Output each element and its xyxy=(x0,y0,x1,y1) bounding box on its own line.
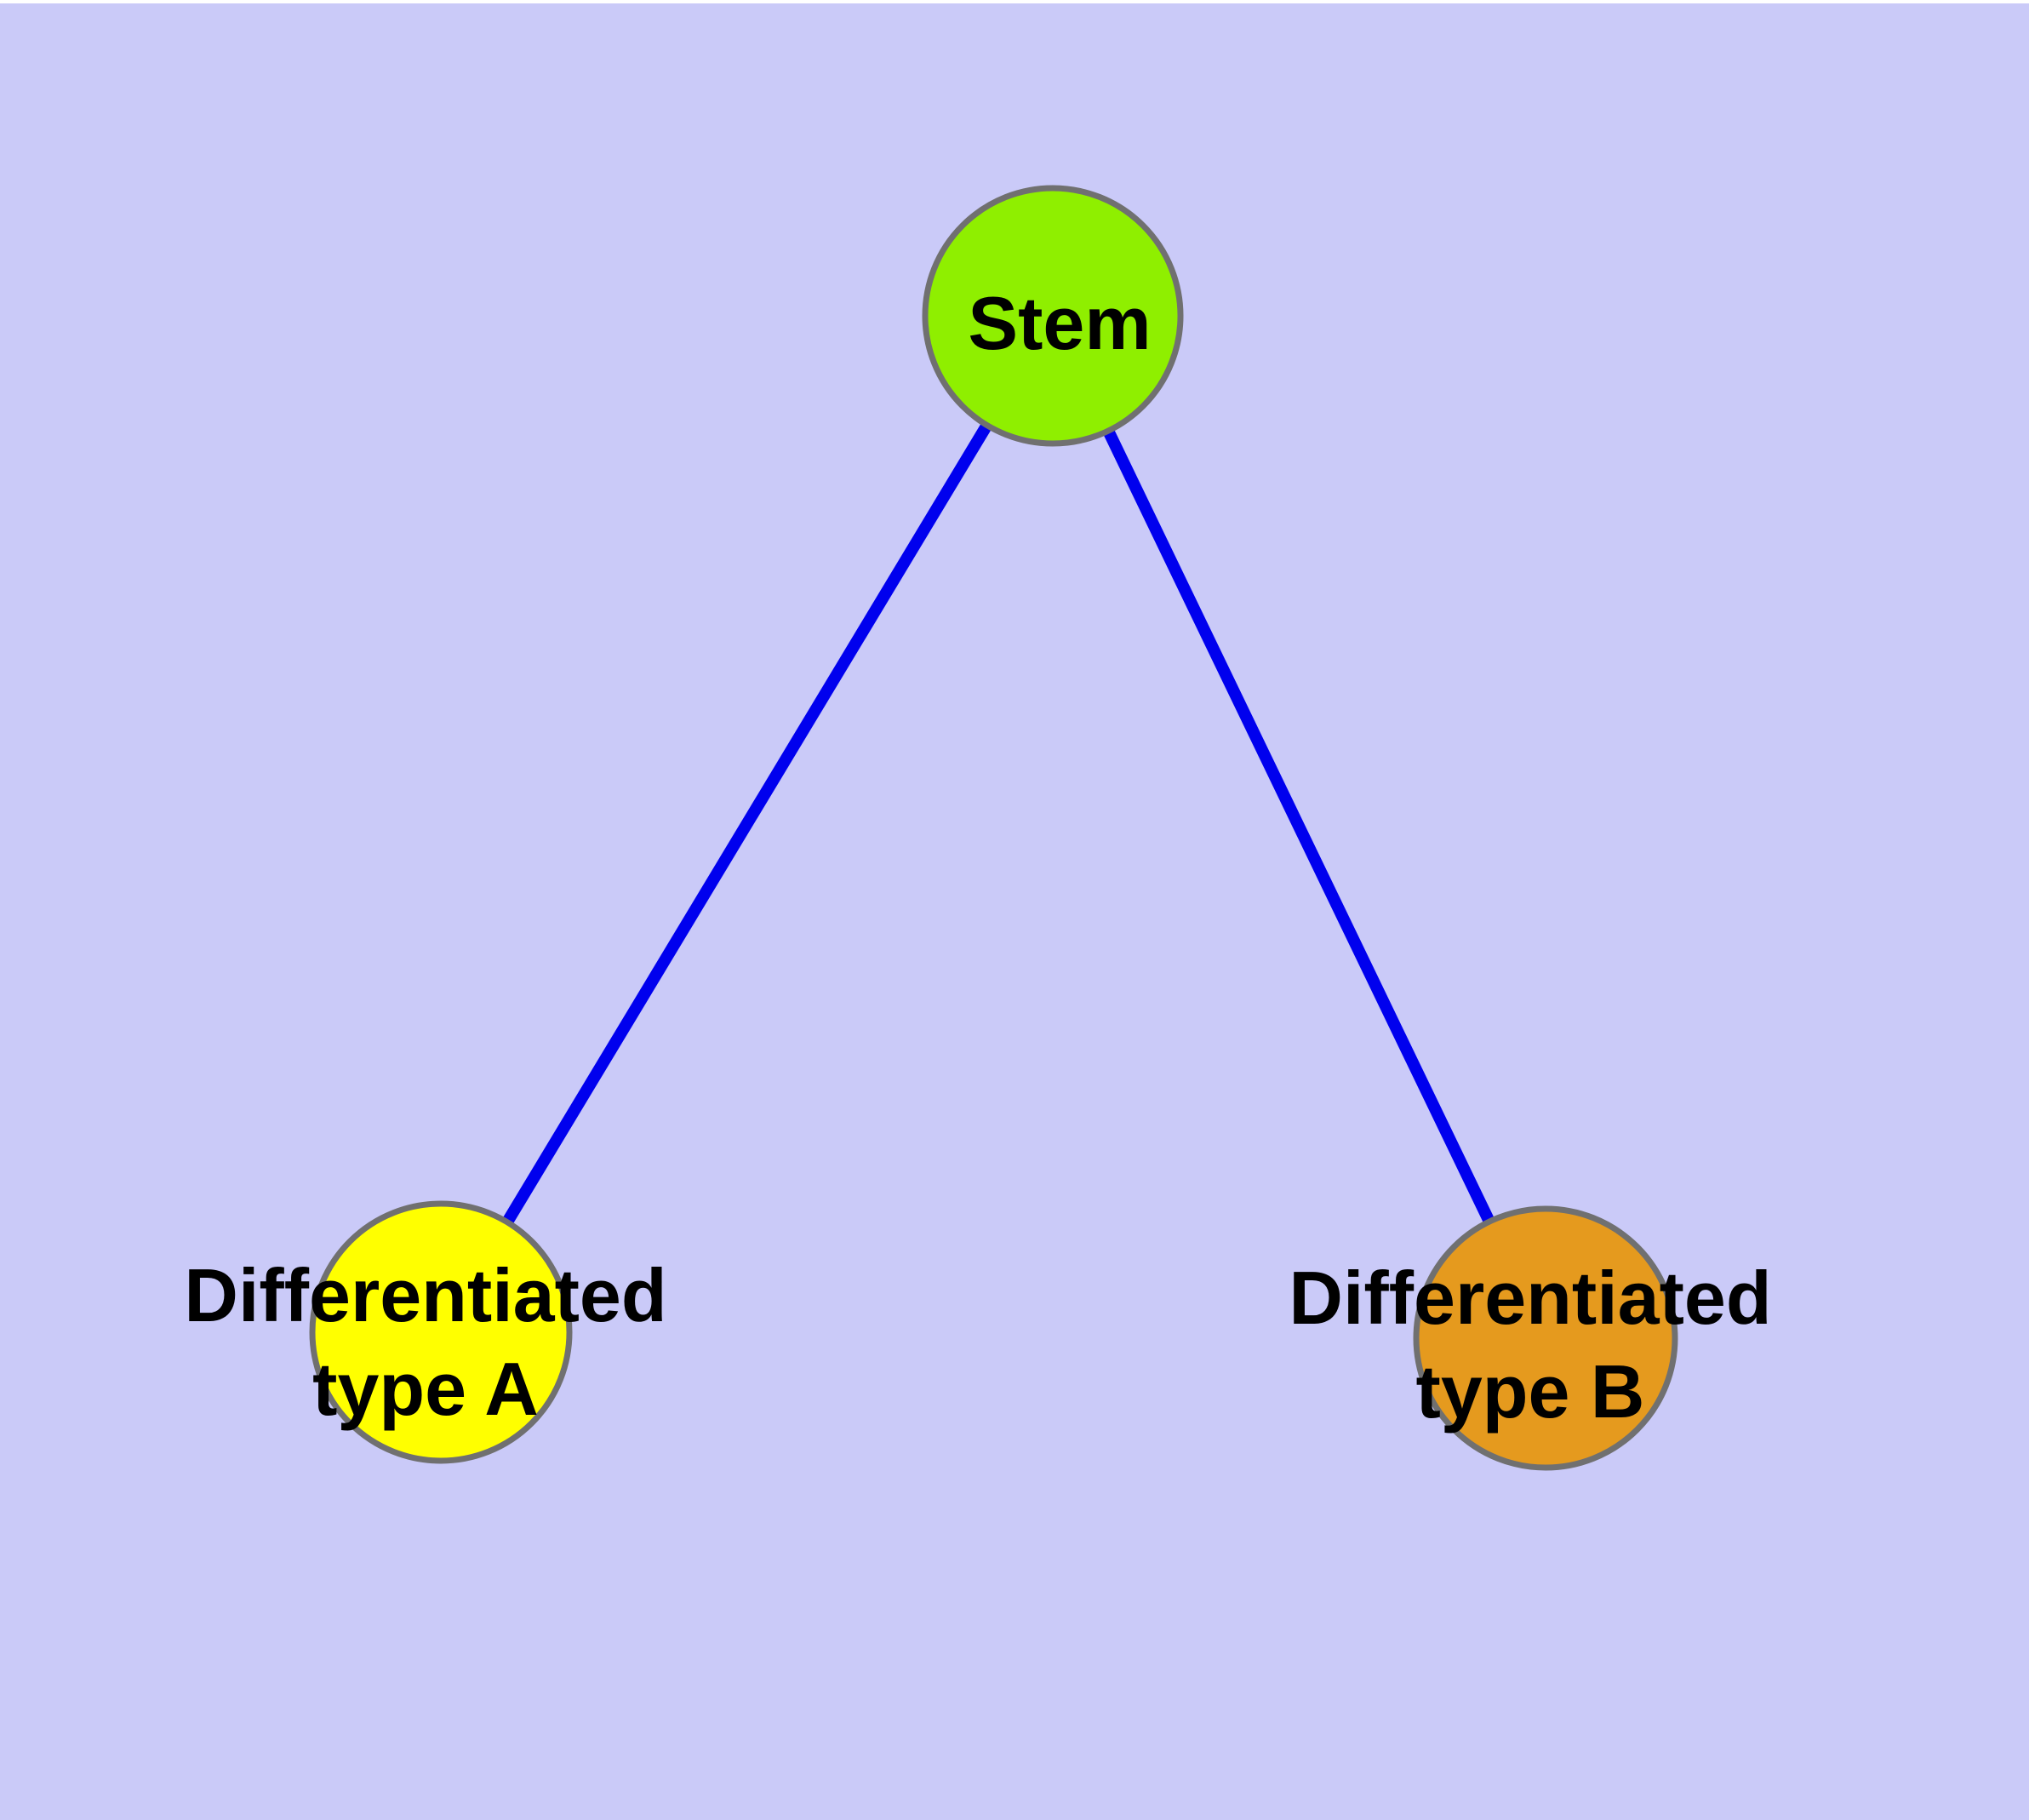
edge-stem-to-type-a xyxy=(436,312,1058,1336)
node-differentiated-type-a xyxy=(309,1200,573,1464)
node-stem xyxy=(922,185,1184,447)
node-type-b-label-line1: Differentiated xyxy=(1289,1256,1771,1340)
node-differentiated-type-b xyxy=(1413,1205,1678,1471)
node-type-b-label-line2: type B xyxy=(1416,1349,1645,1434)
edge-stem-to-type-b xyxy=(1047,312,1552,1342)
node-stem-label: Stem xyxy=(968,281,1151,365)
node-type-a-label-line2: type A xyxy=(312,1347,539,1431)
node-type-a-label-line1: Differentiated xyxy=(184,1253,666,1337)
